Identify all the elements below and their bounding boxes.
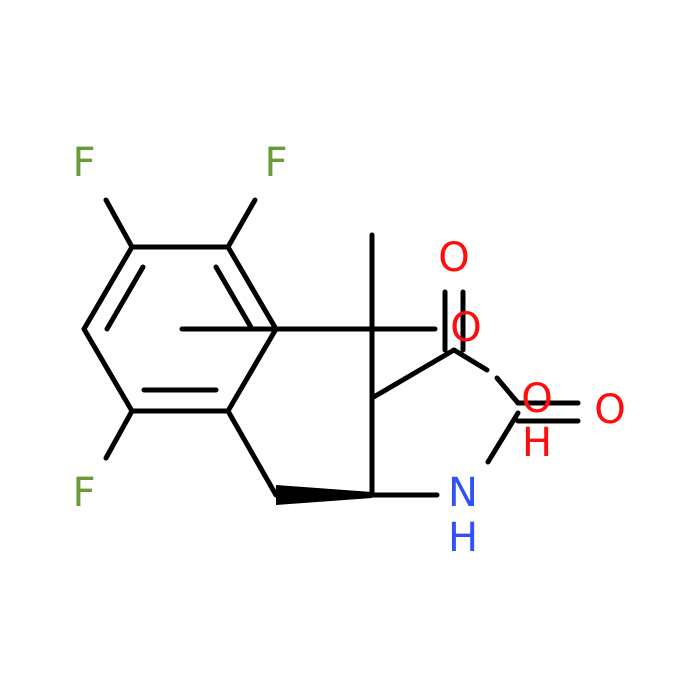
atom-o-top: O — [438, 235, 469, 281]
atom-f-top-left: F — [72, 140, 95, 186]
bonds — [81, 197, 581, 498]
bond-o-carbonyl-right — [494, 375, 521, 406]
bond-ring-inner-2 — [213, 264, 255, 332]
atom-o-right-2: O — [594, 387, 625, 433]
bond-ring-2 — [225, 244, 279, 332]
atom-nh-h: H — [448, 515, 478, 561]
bond-ring-upper-o — [451, 347, 490, 373]
atom-nh-n: N — [448, 470, 478, 516]
bond-ring-5 — [81, 326, 135, 414]
atom-f-top-right: F — [264, 140, 287, 186]
bond-ring-6 — [81, 244, 135, 332]
bond-nh-carbonyl — [485, 410, 521, 465]
atom-oh-h: H — [522, 420, 552, 466]
bond-c-ring-upper — [369, 347, 457, 401]
atom-o-middle: O — [450, 305, 481, 351]
wedge-bond — [276, 485, 372, 505]
bond-ring-3 — [225, 326, 279, 414]
bond-ring-inner-1 — [104, 264, 146, 332]
bond-c-f-top-right — [225, 197, 258, 250]
bond-ring-ch2 — [225, 408, 279, 498]
atom-o-right-1: O — [521, 376, 552, 422]
bond-c-f-bottom-left — [103, 408, 135, 461]
bond-c-f-top-left — [103, 197, 135, 250]
atom-f-bottom-left: F — [72, 470, 95, 516]
